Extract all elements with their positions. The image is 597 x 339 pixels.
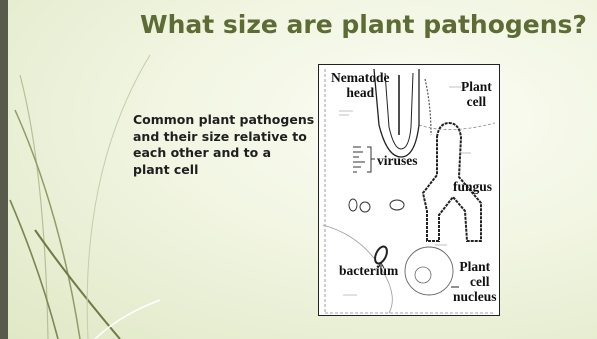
label-bacterium: bacterium [339,263,398,278]
label-plant-cell-nucleus: Plant cell nucleus [453,259,497,304]
slide-title: What size are plant pathogens? [140,10,580,39]
slide-body-text: Common plant pathogens and their size re… [133,112,323,178]
pathogen-size-figure: Nematode head Plant cell viruses fungus … [318,64,500,316]
label-plant-cell: Plant cell [461,79,492,109]
label-line: head [331,85,389,100]
body-line: Common plant pathogens [133,112,323,129]
label-line: Nematode [331,70,389,85]
body-line: and their size relative to [133,129,323,146]
label-line: Plant [453,259,497,274]
label-line: cell [453,274,497,289]
label-line: Plant [461,79,492,94]
nucleus-shape [405,247,453,295]
label-line: cell [461,94,492,109]
body-line: each other and to a [133,145,323,162]
label-nematode-head: Nematode head [331,70,389,100]
label-viruses: viruses [377,153,418,168]
body-line: plant cell [133,162,323,179]
label-line: nucleus [453,289,497,304]
virus-marks [353,147,375,172]
label-fungus: fungus [453,179,492,194]
